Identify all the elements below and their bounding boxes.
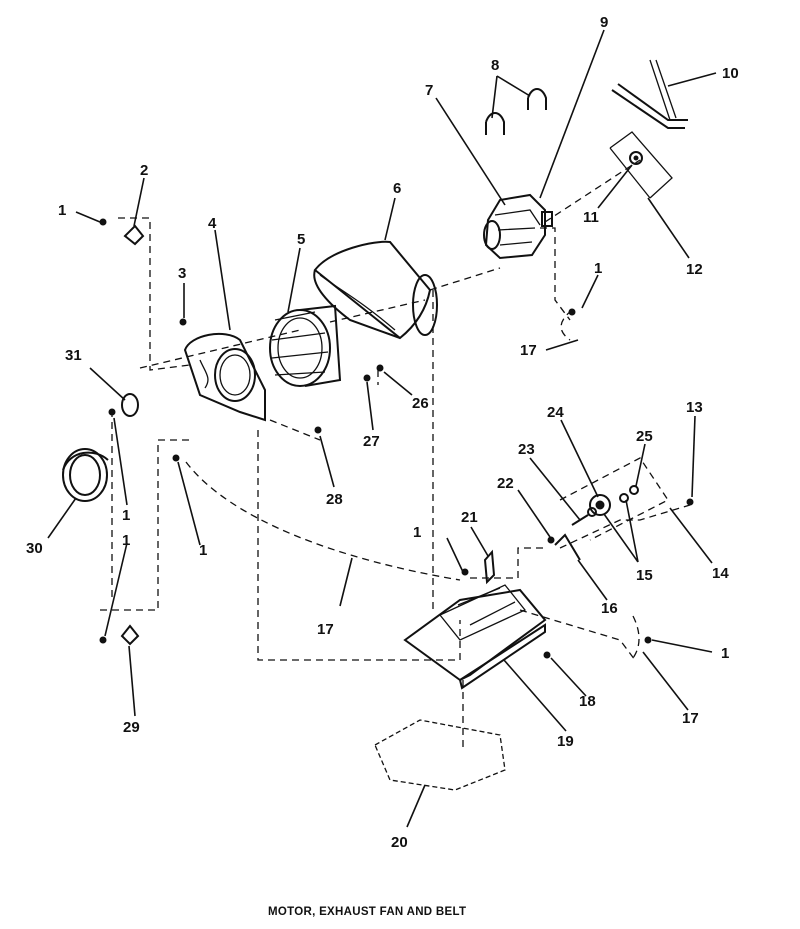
motor-base	[403, 584, 547, 690]
upper-bracket	[123, 224, 145, 246]
diagram-caption: MOTOR, EXHAUST FAN AND BELT	[268, 906, 466, 918]
callout-23: 23	[518, 441, 535, 458]
callout-26: 26	[412, 395, 429, 412]
base-plate	[374, 719, 506, 791]
callout-1-idler: 1	[413, 524, 421, 541]
callout-1-seal: 1	[122, 507, 130, 524]
idler-assembly	[483, 485, 639, 585]
gasket	[121, 393, 139, 417]
callout-8: 8	[491, 57, 499, 74]
motor-clips	[485, 88, 547, 135]
callout-5: 5	[297, 231, 305, 248]
callout-22: 22	[497, 475, 514, 492]
callout-24: 24	[547, 404, 564, 421]
callout-1-base: 1	[721, 645, 729, 662]
callout-1-cover: 1	[199, 542, 207, 559]
callout-2: 2	[140, 162, 148, 179]
callout-7: 7	[425, 82, 433, 99]
callout-6: 6	[393, 180, 401, 197]
callout-13: 13	[686, 399, 703, 416]
assembly-lines	[100, 159, 691, 750]
fan-wheel	[269, 304, 342, 387]
fan-housing	[313, 240, 438, 340]
callout-19: 19	[557, 733, 574, 750]
callout-9: 9	[600, 14, 608, 31]
callout-27: 27	[363, 433, 380, 450]
callout-31: 31	[65, 347, 82, 364]
callout-18: 18	[579, 693, 596, 710]
callout-28: 28	[326, 491, 343, 508]
callout-15: 15	[636, 567, 653, 584]
callout-21: 21	[461, 509, 478, 526]
callout-17-lower: 17	[682, 710, 699, 727]
callout-10: 10	[722, 65, 739, 82]
fan-cover	[183, 332, 266, 422]
motor	[483, 193, 553, 260]
callout-4: 4	[208, 215, 217, 232]
leader-lines	[47, 29, 717, 828]
callout-25: 25	[636, 428, 653, 445]
callout-3: 3	[178, 265, 186, 282]
callout-17-belt: 17	[317, 621, 334, 638]
pulley-bracket	[609, 131, 673, 199]
callout-14: 14	[712, 565, 729, 582]
callout-11: 11	[583, 209, 599, 226]
exhaust-seal	[62, 448, 109, 502]
callout-17-upper: 17	[520, 342, 537, 359]
callout-1: 1	[58, 202, 66, 219]
callout-16: 16	[601, 600, 618, 617]
lower-bracket	[120, 624, 140, 646]
screws	[99, 218, 694, 659]
drive-belt	[611, 59, 688, 129]
callout-1-lower: 1	[122, 532, 130, 549]
callout-29: 29	[123, 719, 140, 736]
callout-30: 30	[26, 540, 43, 557]
callout-12: 12	[686, 261, 703, 278]
callout-labels: 1 2 3 4 5 6 7 8 9 10 11 12 1 17 31 26 27…	[26, 14, 739, 851]
callout-20: 20	[391, 834, 408, 851]
callout-1-motor: 1	[594, 260, 602, 277]
